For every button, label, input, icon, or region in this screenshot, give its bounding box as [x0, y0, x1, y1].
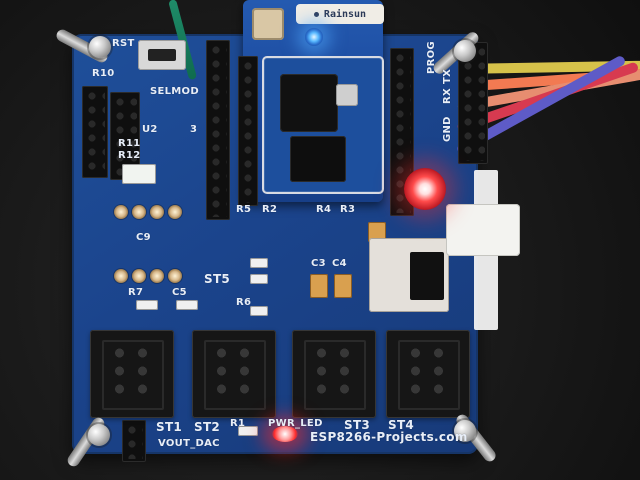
smd-resistor	[122, 164, 156, 184]
rx-label: RX	[442, 87, 453, 104]
module-label: Rainsun	[296, 4, 384, 24]
right-header-module-left	[238, 56, 258, 206]
r2-label: R2	[262, 204, 278, 215]
jst-connector	[446, 204, 520, 256]
socket-st2	[192, 330, 276, 418]
blue-led-icon	[305, 28, 323, 46]
rst-label: RST	[112, 38, 135, 49]
label-dot-icon	[313, 11, 319, 17]
pcb-hole	[114, 269, 128, 283]
smd-resistor	[250, 306, 268, 316]
module-label-text: Rainsun	[323, 8, 367, 20]
left-side-header	[206, 40, 230, 220]
website-label: ESP8266-Projects.com	[310, 430, 468, 444]
r10-label: R10	[92, 68, 115, 79]
pcb-hole	[132, 205, 146, 219]
pcb-hole	[168, 205, 182, 219]
r11-label: R11	[118, 138, 141, 149]
pcb-hole	[114, 205, 128, 219]
bottom-right-post	[454, 420, 476, 442]
c3-label: C3	[311, 258, 326, 269]
antenna-connector	[252, 8, 284, 40]
tx-label: TX	[442, 68, 453, 84]
top-left-post	[89, 36, 111, 58]
flash-chip	[290, 136, 346, 182]
st4-label: ST4	[388, 418, 415, 432]
pwr-led-label: PWR_LED	[268, 418, 323, 429]
tantalum-capacitor	[368, 222, 386, 242]
prog-label: PROG	[426, 41, 437, 74]
socket-st3	[292, 330, 376, 418]
vout-dac-label: VOUT_DAC	[158, 438, 220, 449]
module-main-chip	[280, 74, 338, 132]
r6-label: R6	[236, 297, 252, 308]
st5-label: ST5	[204, 272, 231, 286]
smd-resistor	[250, 258, 268, 268]
u2-label: U2	[142, 124, 158, 135]
r3-label: R3	[340, 204, 356, 215]
r12-label: R12	[118, 150, 141, 161]
power-led-icon	[272, 426, 298, 442]
smd-resistor	[238, 426, 258, 436]
smd-resistor	[136, 300, 158, 310]
module-crystal	[336, 84, 358, 106]
reset-button[interactable]	[138, 40, 186, 70]
r5-label: R5	[236, 204, 252, 215]
pcb-hole	[168, 269, 182, 283]
prog-header	[458, 42, 488, 164]
left-header-top	[82, 86, 108, 178]
pcb-hole	[150, 205, 164, 219]
pcb-hole	[132, 269, 146, 283]
pushbutton-icon	[148, 49, 176, 61]
pcb-hole	[150, 269, 164, 283]
right-header-module-right	[390, 48, 414, 216]
selmode-label: SELMOD	[150, 86, 199, 97]
st1-label: ST1	[156, 420, 183, 434]
socket-st1	[90, 330, 174, 418]
r4-label: R4	[316, 204, 332, 215]
bottom-left-post	[88, 424, 110, 446]
c5-label: C5	[172, 287, 187, 298]
pin-three-label: 3	[190, 124, 198, 135]
r7-label: R7	[128, 287, 144, 298]
smd-resistor	[176, 300, 198, 310]
st3-label: ST3	[344, 418, 371, 432]
tantalum-capacitor	[310, 274, 328, 298]
c4-label: C4	[332, 258, 347, 269]
gnd-label: GND	[442, 116, 453, 142]
regulator-chip	[410, 252, 444, 300]
red-led-icon	[404, 168, 446, 210]
bottom-left-header	[122, 420, 146, 462]
r1-label: R1	[230, 418, 246, 429]
st2-label: ST2	[194, 420, 221, 434]
tantalum-capacitor	[334, 274, 352, 298]
socket-st4	[386, 330, 470, 418]
smd-resistor	[250, 274, 268, 284]
top-right-post	[454, 40, 476, 62]
c9-label: C9	[136, 232, 151, 243]
